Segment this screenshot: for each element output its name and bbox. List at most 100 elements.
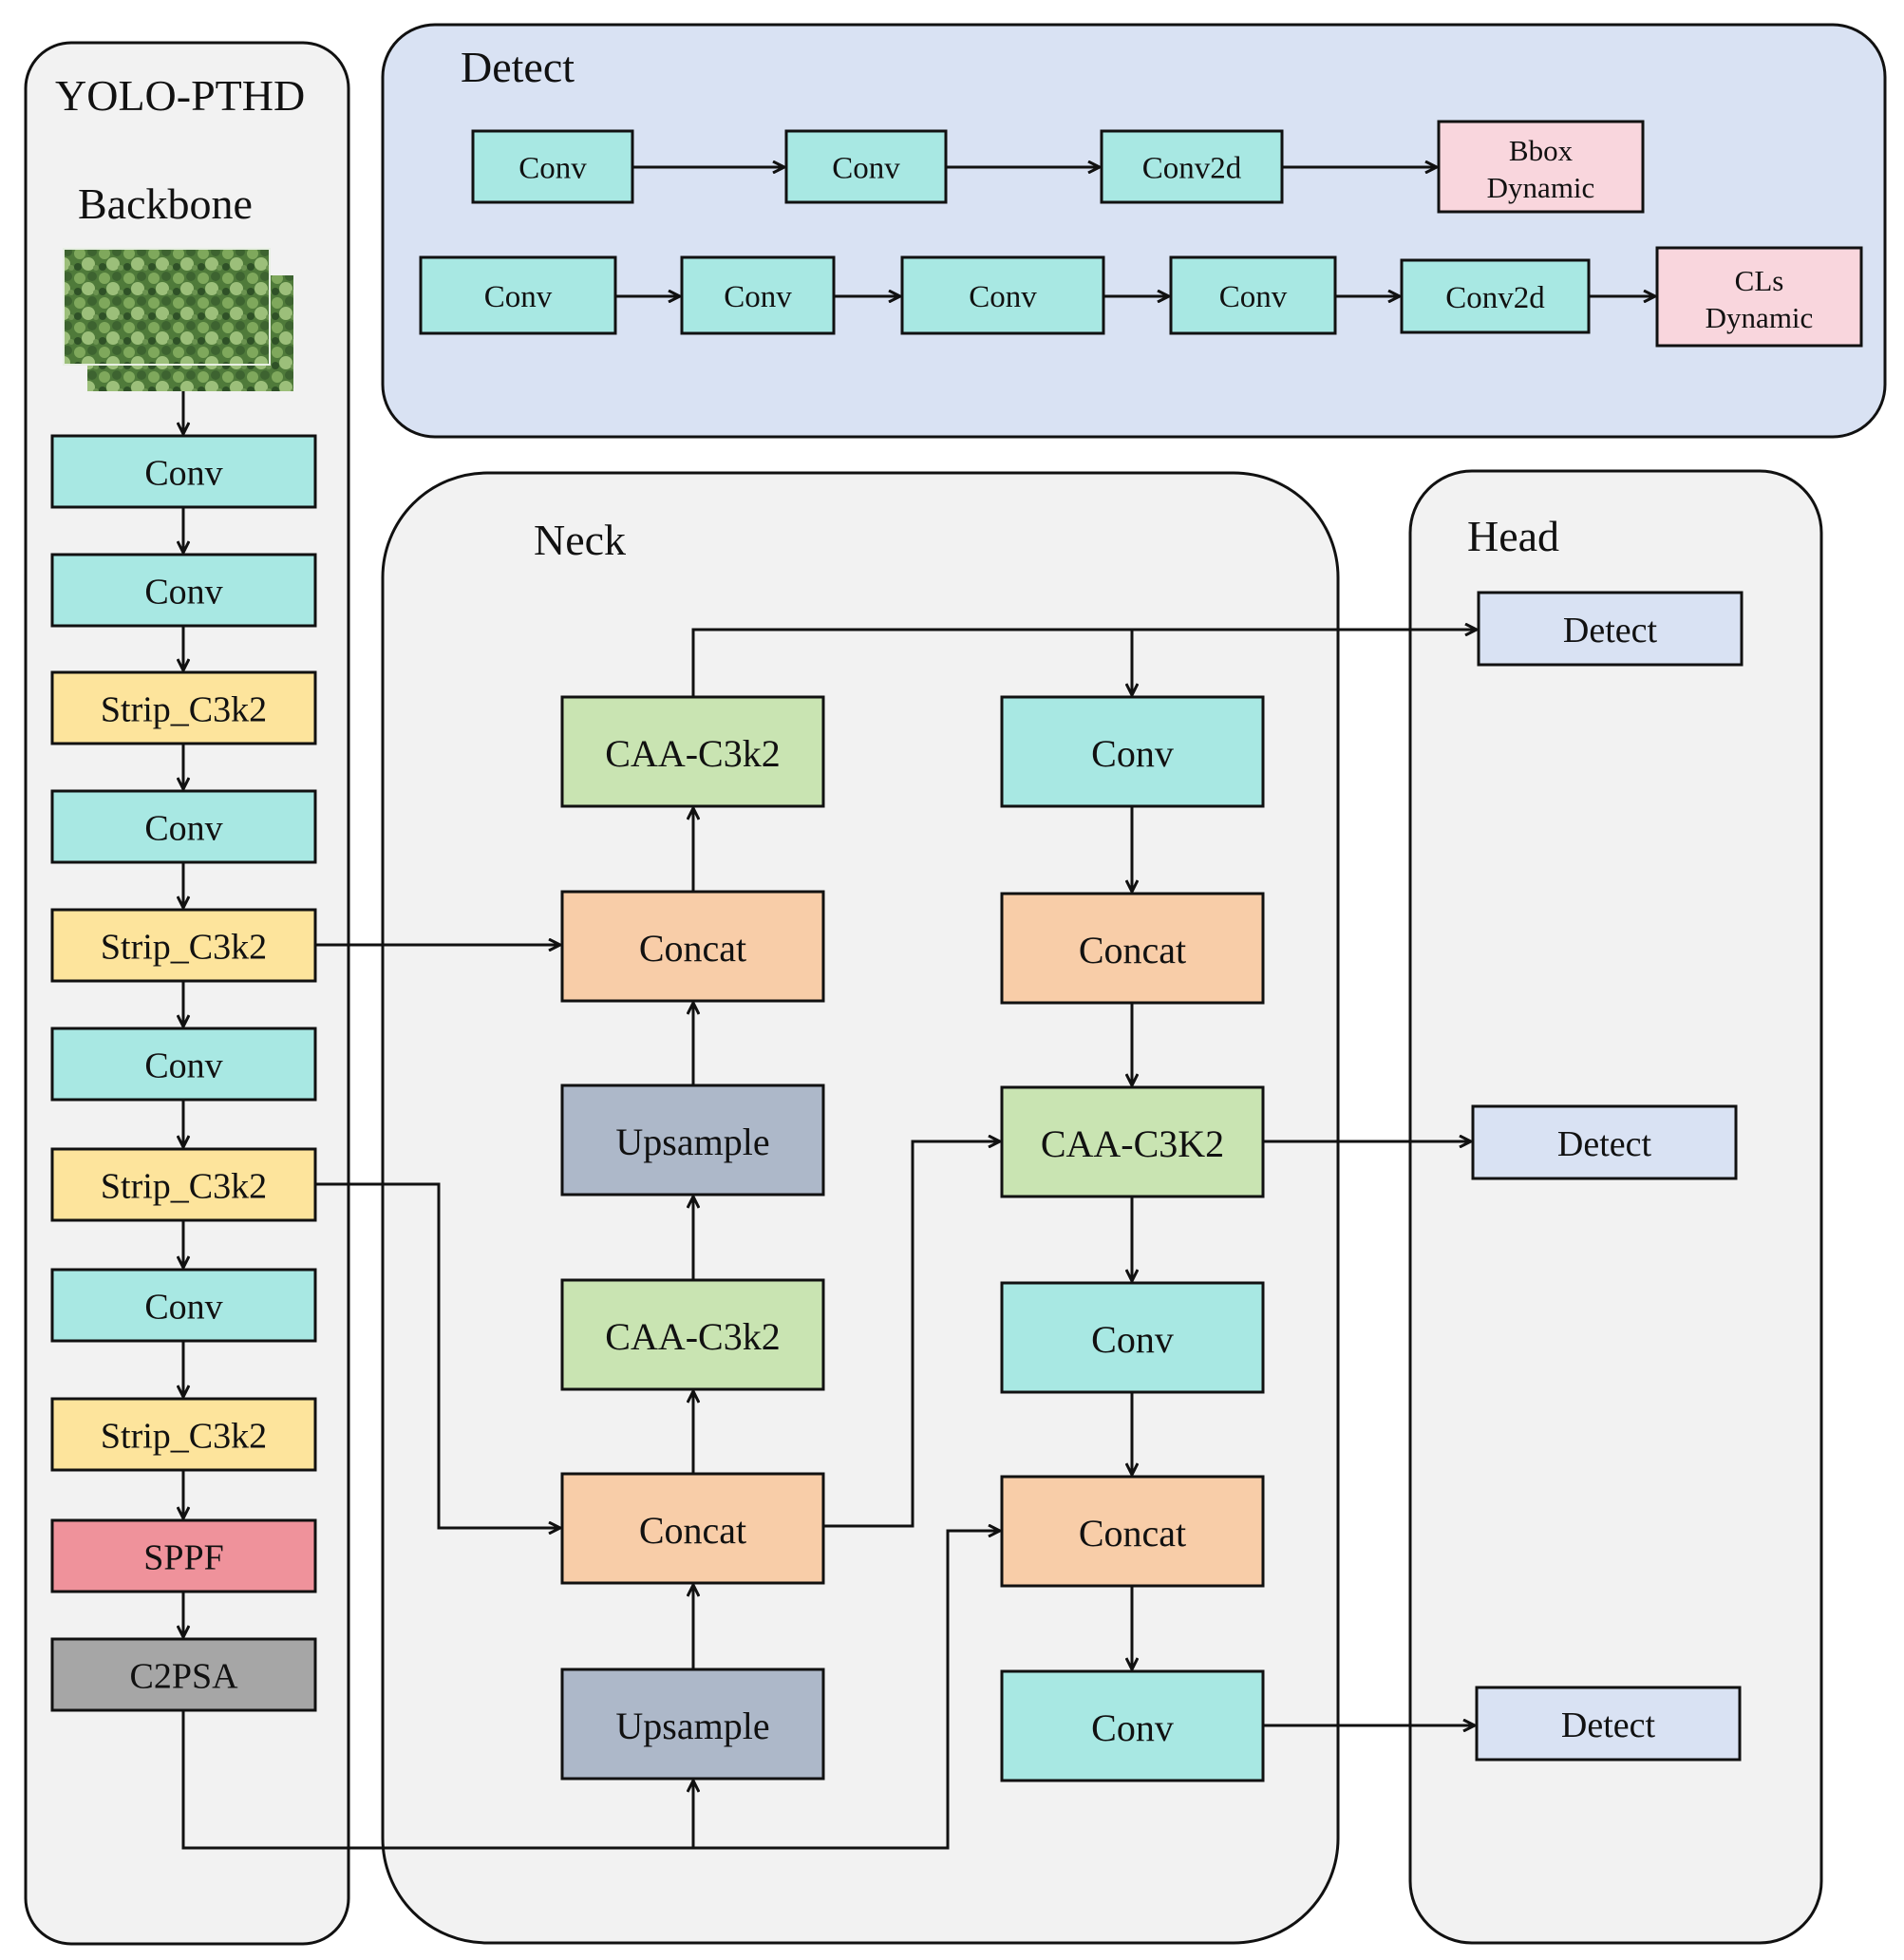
neck-left-3-upsample-label: Upsample <box>615 1121 769 1163</box>
neck-right-6-conv: Conv <box>1000 1669 1265 1782</box>
backbone-block-6-conv-label: Conv <box>144 1046 222 1086</box>
detect-cls-block-2: Conv <box>680 255 836 335</box>
neck-right-6-conv-rect <box>1000 1669 1265 1782</box>
detect-bbox-block-3-label: Conv2d <box>1142 152 1242 186</box>
neck-left-6-upsample-label: Upsample <box>615 1705 769 1747</box>
detect-cls-block-1-label: Conv <box>484 280 553 314</box>
detect-bbox-block-3: Conv2d <box>1100 129 1284 204</box>
detect-module-panel <box>381 23 1887 439</box>
neck-right-2-concat-rect <box>1000 892 1265 1005</box>
neck-right-3-caa-rect <box>1000 1085 1265 1198</box>
backbone-block-9-strip-label: Strip_C3k2 <box>101 1417 267 1457</box>
backbone-block-3-strip-rect <box>50 670 317 745</box>
backbone-block-1-conv: Conv <box>50 434 317 509</box>
detect-cls-block-5: Conv2d <box>1400 258 1591 334</box>
backbone-block-11-c2psa-rect <box>50 1637 317 1712</box>
backbone-block-10-sppf-label: SPPF <box>143 1538 224 1578</box>
detect-cls-block-5-rect <box>1400 258 1591 334</box>
head-detect-2: Detect <box>1471 1104 1738 1180</box>
backbone-block-5-strip-label: Strip_C3k2 <box>101 928 267 968</box>
neck-panel-title: Neck <box>534 516 626 564</box>
detect-cls-block-3-label: Conv <box>969 280 1037 314</box>
neck-right-5-concat-rect <box>1000 1475 1265 1588</box>
detect-cls-block-4-label: Conv <box>1219 280 1288 314</box>
backbone-block-8-conv-rect <box>50 1268 317 1343</box>
neck-left-2-concat-label: Concat <box>639 927 746 970</box>
neck-right-3-caa-label: CAA-C3K2 <box>1041 1122 1224 1165</box>
neck-right-3-caa: CAA-C3K2 <box>1000 1085 1265 1198</box>
tree-canopy-image <box>63 248 271 366</box>
head-detect-3-label: Detect <box>1561 1706 1656 1745</box>
head-detect-3: Detect <box>1475 1686 1742 1762</box>
neck-right-5-concat: Concat <box>1000 1475 1265 1588</box>
detect-cls-block-1: Conv <box>419 255 617 335</box>
backbone-block-4-conv-label: Conv <box>144 809 222 849</box>
neck-left-2-concat-rect <box>560 890 825 1003</box>
neck-left-4-caa-label: CAA-C3k2 <box>605 1315 780 1358</box>
backbone-block-11-c2psa-label: C2PSA <box>129 1657 238 1697</box>
detect-bbox-block-2-rect <box>784 129 948 204</box>
backbone-block-3-strip: Strip_C3k2 <box>50 670 317 745</box>
neck-right-5-concat-label: Concat <box>1079 1512 1186 1555</box>
backbone-block-6-conv: Conv <box>50 1027 317 1102</box>
neck-right-4-conv: Conv <box>1000 1281 1265 1394</box>
backbone-block-5-strip-rect <box>50 908 317 983</box>
neck-caa-top-to-bus <box>691 628 1132 697</box>
backbone-section-label: Backbone <box>78 179 253 228</box>
detect-bbox-block-1: Conv <box>471 129 634 204</box>
backbone-block-7-strip-label: Strip_C3k2 <box>101 1167 267 1207</box>
backbone-block-11-c2psa: C2PSA <box>50 1637 317 1712</box>
head-panel-title: Head <box>1467 512 1559 560</box>
backbone-block-4-conv-rect <box>50 789 317 864</box>
backbone-block-7-strip-rect <box>50 1147 317 1222</box>
neck-left-5-concat-rect <box>560 1472 825 1585</box>
input-image <box>63 248 293 391</box>
backbone-block-2-conv-label: Conv <box>144 573 222 612</box>
neck-right-6-conv-label: Conv <box>1091 1706 1174 1749</box>
detect-bbox-block-2-label: Conv <box>832 152 900 186</box>
neck-right-1-conv: Conv <box>1000 695 1265 808</box>
backbone-block-9-strip-rect <box>50 1397 317 1472</box>
detect-cls-block-3-rect <box>900 255 1105 335</box>
head-detect-2-rect <box>1471 1104 1738 1180</box>
detect-bbox-block-1-label: Conv <box>518 152 587 186</box>
head-panel <box>1408 469 1823 1945</box>
backbone-block-8-conv-label: Conv <box>144 1288 222 1328</box>
neck-left-3-upsample: Upsample <box>560 1084 825 1197</box>
backbone-block-4-conv: Conv <box>50 789 317 864</box>
head-detect-1-label: Detect <box>1563 611 1658 650</box>
backbone-block-1-conv-label: Conv <box>144 454 222 494</box>
neck-left-6-upsample: Upsample <box>560 1668 825 1781</box>
detect-cls-block-4-rect <box>1169 255 1337 335</box>
neck-left-5-concat: Concat <box>560 1472 825 1585</box>
detect-cls-block-1-rect <box>419 255 617 335</box>
backbone-strip3-to-neck-concat-2 <box>315 1182 560 1528</box>
head-detect-1-rect <box>1477 591 1744 667</box>
detect-cls-block-4: Conv <box>1169 255 1337 335</box>
neck-left-1-caa-rect <box>560 695 825 808</box>
detect-cls-block-6-rect <box>1655 246 1863 348</box>
head-detect-3-rect <box>1475 1686 1742 1762</box>
neck-left-1-caa-label: CAA-C3k2 <box>605 732 780 775</box>
neck-right-2-concat: Concat <box>1000 892 1265 1005</box>
head-detect-2-label: Detect <box>1557 1124 1652 1164</box>
backbone-block-5-strip: Strip_C3k2 <box>50 908 317 983</box>
backbone-panel-title: YOLO-PTHD <box>55 71 305 120</box>
neck-left-2-concat: Concat <box>560 890 825 1003</box>
detect-cls-block-2-rect <box>680 255 836 335</box>
c2psa-to-neck-bottom-bus <box>181 1531 1000 1850</box>
detect-cls-block-5-label: Conv2d <box>1445 281 1545 315</box>
backbone-block-8-conv: Conv <box>50 1268 317 1343</box>
neck-concat-2-to-caa-k2 <box>823 1141 1000 1528</box>
neck-right-2-concat-label: Concat <box>1079 929 1186 971</box>
backbone-block-3-strip-label: Strip_C3k2 <box>101 690 267 730</box>
detect-bbox-block-4-rect <box>1437 120 1645 214</box>
neck-left-4-caa: CAA-C3k2 <box>560 1278 825 1391</box>
detect-bbox-block-3-rect <box>1100 129 1284 204</box>
neck-right-4-conv-label: Conv <box>1091 1318 1174 1361</box>
